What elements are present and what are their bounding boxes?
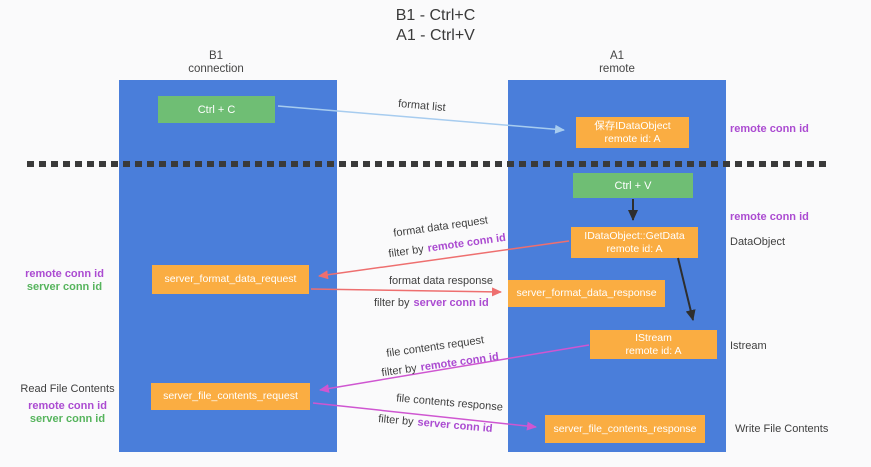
arrow-format-data-response (310, 287, 502, 297)
title-line-1: B1 - Ctrl+C (395, 7, 476, 24)
node-sfd-request-label: server_format_data_request (164, 273, 297, 285)
filter-by-text: filter by (377, 413, 415, 429)
remote-conn-id-text: remote conn id (28, 400, 107, 412)
server-conn-id-text: server conn id (26, 281, 103, 293)
node-server-format-data-request: server_format_data_request (152, 265, 309, 294)
node-sfc-request-label: server_file_contents_request (163, 390, 298, 402)
annotation-remote-conn-id-mid: remote conn id (730, 211, 809, 223)
node-server-file-contents-response: server_file_contents_response (545, 415, 705, 443)
annotation-conn-ids-mid: remote conn id server conn id (12, 268, 117, 294)
label-file-contents-response: file contents response (395, 392, 504, 414)
label-format-data-response: format data response (389, 275, 493, 287)
node-getdata-line1: IDataObject::GetData (584, 229, 685, 242)
read-file-contents-text: Read File Contents (20, 383, 115, 395)
annotation-remote-conn-id-top: remote conn id (730, 123, 809, 135)
filter-by-text: filter by (380, 362, 418, 380)
node-ctrl-c-label: Ctrl + C (197, 103, 236, 116)
lane-header-a1: A1 remote (522, 50, 712, 76)
dashed-divider (27, 161, 830, 167)
lane-header-b1: B1 connection (121, 50, 311, 76)
lane-b1-name: B1 (208, 50, 224, 62)
annotation-read-file-block: Read File Contents remote conn id server… (15, 383, 120, 426)
filter-by-text: filter by (387, 243, 425, 261)
server-conn-id-text: server conn id (417, 416, 493, 435)
label-format-list: format list (397, 97, 447, 115)
node-idataobject-getdata: IDataObject::GetData remote id: A (571, 227, 698, 258)
annotation-dataobject: DataObject (730, 236, 786, 248)
remote-conn-id-text: remote conn id (419, 350, 500, 374)
lane-b1-subtitle: connection (188, 63, 244, 75)
server-conn-id-text: server conn id (29, 413, 106, 425)
node-sfc-response-label: server_file_contents_response (553, 422, 697, 435)
node-save-idataobject-line1: 保存IDataObject (594, 119, 671, 132)
node-save-idataobject: 保存IDataObject remote id: A (576, 117, 689, 148)
title-line-2: A1 - Ctrl+V (396, 27, 475, 44)
node-server-file-contents-request: server_file_contents_request (151, 383, 310, 410)
node-istream-line1: IStream (635, 331, 672, 344)
lane-a1-name: A1 (609, 50, 625, 62)
node-getdata-line2: remote id: A (606, 242, 663, 255)
filter-by-text: filter by (374, 297, 410, 309)
annotation-istream: Istream (730, 340, 767, 352)
node-ctrl-v-label: Ctrl + V (614, 179, 652, 192)
node-ctrl-c: Ctrl + C (158, 96, 275, 123)
node-ctrl-v: Ctrl + V (573, 173, 693, 198)
server-conn-id-text: server conn id (413, 297, 489, 309)
node-istream-line2: remote id: A (625, 344, 682, 357)
node-istream: IStream remote id: A (590, 330, 717, 359)
lane-a1-subtitle: remote (599, 63, 635, 75)
annotation-write-file-contents: Write File Contents (735, 423, 829, 435)
node-server-format-data-response: server_format_data_response (508, 280, 665, 307)
remote-conn-id-text: remote conn id (25, 268, 104, 280)
remote-conn-id-text: remote conn id (426, 231, 507, 255)
diagram-title: B1 - Ctrl+C A1 - Ctrl+V (0, 6, 871, 46)
node-sfd-response-label: server_format_data_response (516, 287, 657, 299)
node-save-idataobject-line2: remote id: A (604, 132, 661, 145)
